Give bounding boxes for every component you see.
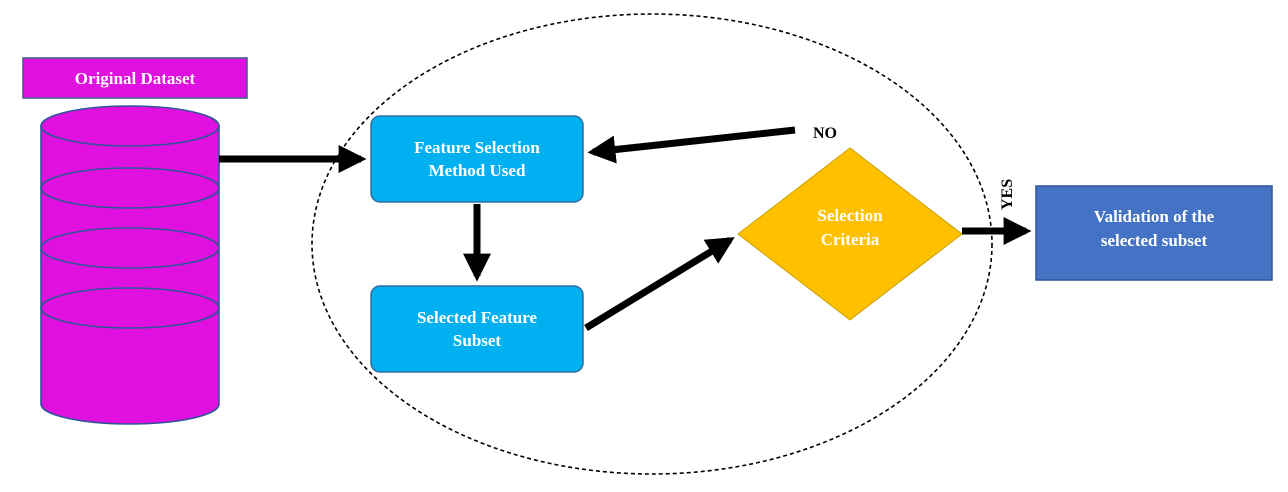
selected-feature-subset-box: Selected Feature Subset xyxy=(370,285,584,373)
process-boundary-ellipse xyxy=(311,13,993,475)
arrow-subset-to-criteria xyxy=(584,237,735,331)
selection-criteria-line2: Criteria xyxy=(821,230,880,249)
dataset-label: Original Dataset xyxy=(75,69,196,88)
yes-label: YES xyxy=(999,179,1016,210)
no-label: NO xyxy=(813,125,837,142)
validation-box: Validation of the selected subset xyxy=(1035,185,1273,281)
dataset-label-box: Original Dataset xyxy=(22,57,248,99)
feature-selection-line1: Feature Selection xyxy=(414,138,540,157)
selection-criteria-diamond: Selection Criteria xyxy=(737,147,963,321)
feature-selection-line2: Method Used xyxy=(429,161,526,180)
selection-criteria-line1: Selection xyxy=(817,206,883,225)
database-cylinder-icon xyxy=(40,105,220,425)
validation-line2: selected subset xyxy=(1101,231,1208,250)
feature-selection-method-box: Feature Selection Method Used xyxy=(370,115,584,203)
validation-line1: Validation of the xyxy=(1094,207,1215,226)
selected-subset-line1: Selected Feature xyxy=(417,308,538,327)
arrow-no-feedback xyxy=(587,126,796,164)
selected-subset-line2: Subset xyxy=(453,331,502,350)
